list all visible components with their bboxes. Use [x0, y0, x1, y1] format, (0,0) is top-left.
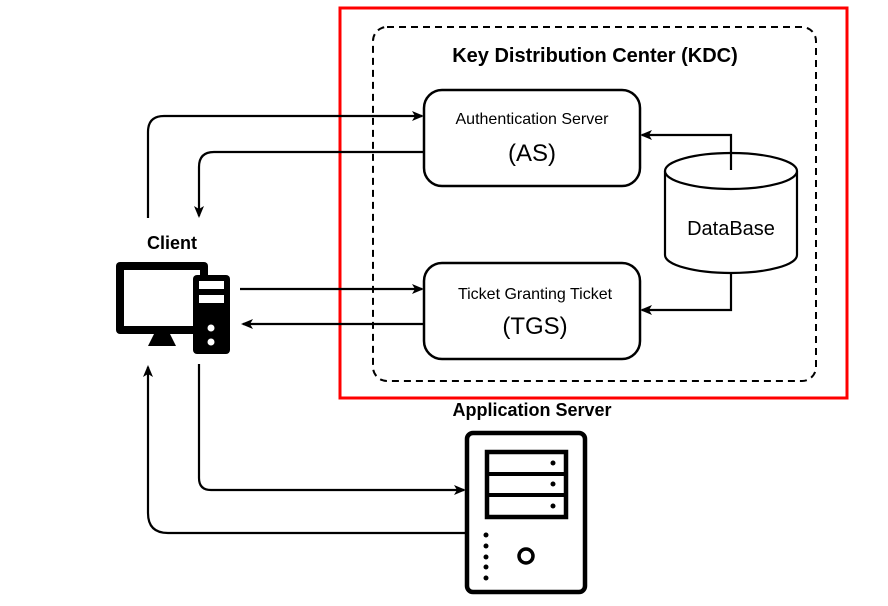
kdc-boundary [372, 26, 817, 382]
desktop-computer-icon[interactable] [116, 262, 230, 354]
tgs-node[interactable]: Ticket Granting Ticket (TGS) [422, 261, 642, 361]
flow-db-to-tgs [640, 274, 733, 315]
database-node[interactable]: DataBase [663, 151, 799, 275]
authentication-server-node[interactable]: Authentication Server (AS) [422, 88, 642, 188]
as-name: Authentication Server [456, 111, 610, 128]
kdc-highlight-frame [338, 6, 849, 400]
client-label: Client [147, 233, 197, 253]
app-server-label: Application Server [452, 400, 611, 420]
kdc-title: Key Distribution Center (KDC) [452, 45, 738, 67]
flow-as-to-client [194, 150, 424, 218]
tgs-abbr: (TGS) [502, 313, 567, 340]
database-label: DataBase [687, 218, 775, 240]
as-abbr: (AS) [508, 140, 556, 167]
flow-client-to-app-server [197, 364, 466, 495]
tgs-name: Ticket Granting Ticket [458, 286, 613, 303]
flow-client-to-as [146, 111, 424, 218]
flow-app-server-to-client [143, 365, 466, 535]
server-tower-icon[interactable] [464, 430, 588, 595]
flow-db-to-as [640, 130, 733, 170]
